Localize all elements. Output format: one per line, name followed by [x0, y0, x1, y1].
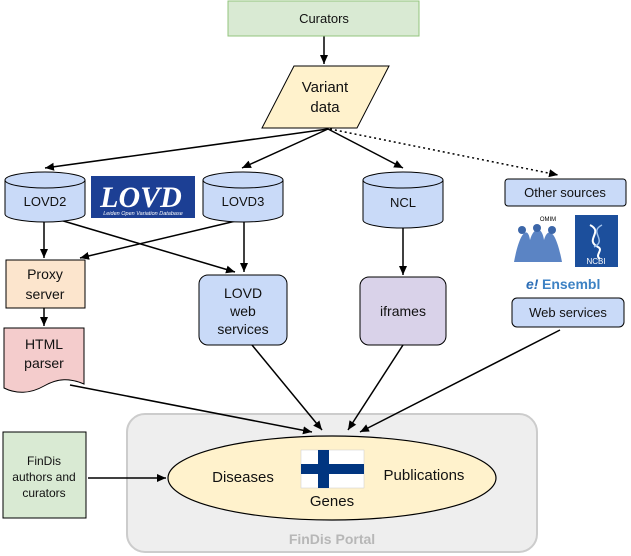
web-services-label: Web services	[529, 305, 607, 320]
lovd-logo: LOVD Leiden Open Variation Database	[91, 176, 195, 218]
variant-data-label-line2: data	[310, 99, 340, 116]
omim-logo-text: OMIM	[540, 217, 556, 223]
diseases-label: Diseases	[212, 469, 274, 486]
ncl-database: NCL	[362, 171, 444, 229]
findis-authors-node: FinDis authors and curators	[2, 431, 87, 519]
ensembl-logo: e! Ensembl	[526, 276, 600, 292]
portal-label: FinDis Portal	[289, 531, 375, 547]
finland-flag-icon	[300, 449, 365, 489]
variant-data-node: Variant data	[261, 65, 390, 129]
edge-lovdws-portal	[251, 344, 323, 431]
edge-variant-ncl	[327, 128, 404, 169]
html-parser-node: HTML parser	[3, 327, 85, 393]
genes-label: Genes	[310, 493, 354, 510]
proxy-label-line1: Proxy	[27, 266, 63, 282]
lovdws-label-line3: services	[217, 321, 268, 337]
authors-label-line2: authors and	[12, 470, 75, 484]
ncl-label: NCL	[390, 195, 416, 210]
authors-label-line3: curators	[22, 486, 65, 500]
other-sources-node: Other sources	[504, 178, 627, 207]
ncbi-logo: NCBI	[575, 215, 618, 267]
proxy-server-node: Proxy server	[5, 259, 86, 309]
edges	[40, 36, 561, 482]
lovdws-label-line2: web	[229, 303, 256, 319]
lovd2-label: LOVD2	[24, 194, 67, 209]
other-sources-label: Other sources	[524, 185, 606, 200]
curators-label: Curators	[299, 11, 349, 26]
authors-label-line1: FinDis	[27, 454, 61, 468]
ensembl-e: e!	[526, 276, 539, 292]
lovd3-label: LOVD3	[222, 194, 265, 209]
edge-webservices-portal	[359, 329, 561, 433]
edge-variant-lovd3	[241, 128, 329, 169]
publications-label: Publications	[384, 467, 465, 484]
parser-label-line1: HTML	[25, 336, 63, 352]
edge-parser-portal	[69, 384, 313, 435]
curators-node: Curators	[227, 0, 420, 37]
lovdws-label-line1: LOVD	[224, 285, 262, 301]
lovd-logo-text: LOVD	[99, 181, 182, 214]
ncbi-logo-text: NCBI	[586, 257, 605, 266]
edge-iframes-portal	[347, 344, 404, 431]
proxy-label-line2: server	[26, 286, 65, 302]
omim-logo: OMIM	[511, 215, 566, 267]
edge-variant-lovd2	[44, 128, 329, 171]
iframes-label: iframes	[380, 303, 426, 319]
variant-data-label-line1: Variant	[302, 79, 349, 96]
edge-lovd2-lovdws	[59, 219, 236, 274]
edge-variant-other-dotted	[329, 128, 559, 178]
lovd3-database: LOVD3	[202, 171, 284, 223]
ensembl-text: Ensembl	[542, 276, 600, 292]
lovd-logo-tagline: Leiden Open Variation Database	[103, 211, 183, 217]
lovd2-database: LOVD2	[4, 171, 86, 223]
web-services-node: Web services	[511, 297, 625, 328]
iframes-node: iframes	[359, 276, 447, 346]
parser-label-line2: parser	[24, 355, 64, 371]
lovd-web-services-node: LOVD web services	[198, 274, 288, 346]
edge-lovd3-proxy	[79, 219, 241, 260]
